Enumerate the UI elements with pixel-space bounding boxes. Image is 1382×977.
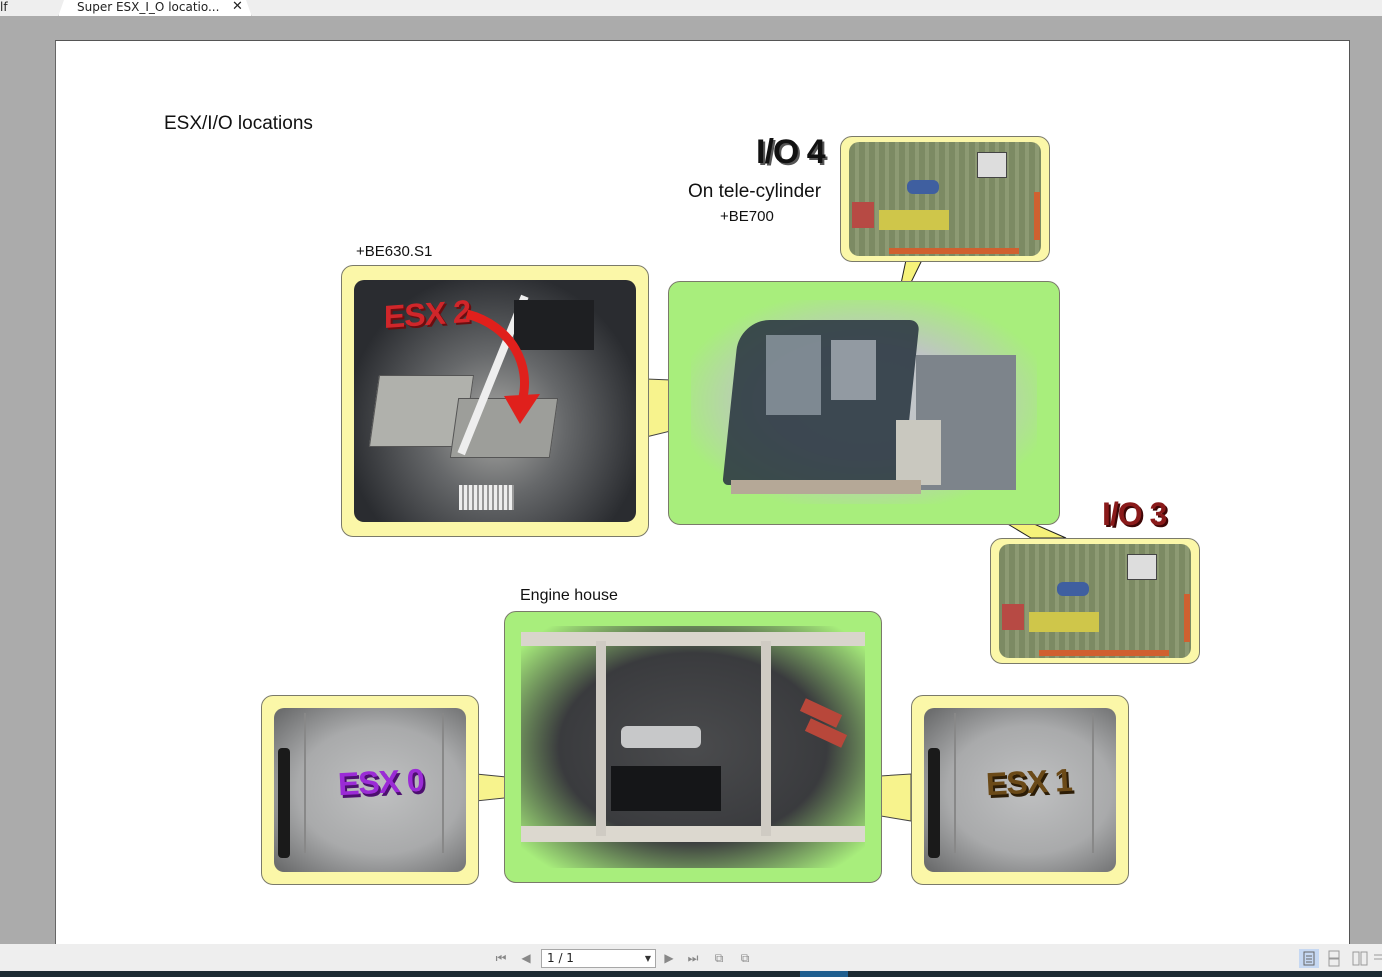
- esx1-module-photo: [924, 708, 1116, 872]
- crane-cab-photo-frame: [668, 281, 1060, 525]
- os-taskbar: [0, 971, 1382, 977]
- io4-board-image: [840, 136, 1050, 262]
- more-views-button[interactable]: [1372, 949, 1382, 968]
- page-navigation-bar: ⏮ ◀ 1 / 1 ▼ ▶ ⏭ ⧉ ⧉: [0, 944, 1382, 971]
- engine-house-photo-frame: [504, 611, 882, 883]
- io3-label: I/O 3: [1102, 496, 1167, 532]
- single-page-icon: [1303, 951, 1315, 966]
- circuit-board-photo: [849, 142, 1041, 256]
- page-indicator: 1 / 1: [547, 951, 574, 965]
- tab-title: Super ESX_I_O locatio...: [77, 0, 220, 14]
- document-viewer[interactable]: ESX/I/O locations I/O 4 On tele-cylinder…: [0, 16, 1382, 956]
- io4-location-label: On tele-cylinder: [688, 181, 822, 202]
- io3-board-image: [990, 538, 1200, 664]
- engine-house-label: Engine house: [520, 587, 618, 604]
- taskbar-active-indicator: [800, 971, 848, 977]
- io4-label: I/O 4: [756, 133, 826, 171]
- last-page-icon[interactable]: ⏭: [687, 951, 699, 965]
- continuous-view-button[interactable]: [1324, 949, 1344, 968]
- more-view-icon: [1374, 954, 1382, 960]
- esx2-cab-photo-frame: ESX 2: [341, 265, 649, 537]
- io4-code-label: +BE700: [720, 208, 774, 225]
- circuit-board-photo: [999, 544, 1191, 658]
- prev-page-icon[interactable]: ◀: [521, 951, 531, 965]
- next-view-icon[interactable]: ⧉: [740, 951, 750, 965]
- tab-previous[interactable]: lf: [0, 0, 8, 14]
- esx1-photo-frame: ESX 1: [911, 695, 1129, 885]
- esx0-overlay-label: ESX 0: [337, 761, 425, 803]
- page-number-select[interactable]: 1 / 1 ▼: [541, 949, 656, 968]
- chevron-down-icon: ▼: [644, 954, 651, 963]
- tab-bar: lf Super ESX_I_O locatio... ✕: [0, 0, 1382, 17]
- two-page-view-button[interactable]: [1350, 949, 1370, 968]
- esx1-overlay-label: ESX 1: [985, 761, 1073, 803]
- esx2-overlay-label: ESX 2: [383, 293, 470, 335]
- red-arrow-icon: [465, 309, 540, 424]
- two-page-icon: [1352, 951, 1368, 966]
- esx0-module-photo: [274, 708, 466, 872]
- continuous-page-icon: [1328, 950, 1340, 967]
- crane-cab-photo: [691, 300, 1037, 504]
- first-page-icon[interactable]: ⏮: [495, 951, 507, 965]
- next-page-icon[interactable]: ▶: [664, 951, 674, 965]
- esx2-code-label: +BE630.S1: [356, 243, 433, 260]
- esx0-photo-frame: ESX 0: [261, 695, 479, 885]
- esx2-cab-photo: [354, 280, 636, 522]
- pdf-page: ESX/I/O locations I/O 4 On tele-cylinder…: [55, 40, 1350, 956]
- single-page-view-button[interactable]: [1299, 949, 1319, 968]
- page-title: ESX/I/O locations: [164, 113, 313, 134]
- tab-active-document[interactable]: Super ESX_I_O locatio... ✕: [58, 0, 252, 17]
- close-icon[interactable]: ✕: [232, 0, 243, 14]
- previous-view-icon[interactable]: ⧉: [714, 951, 724, 965]
- engine-house-photo: [521, 626, 865, 868]
